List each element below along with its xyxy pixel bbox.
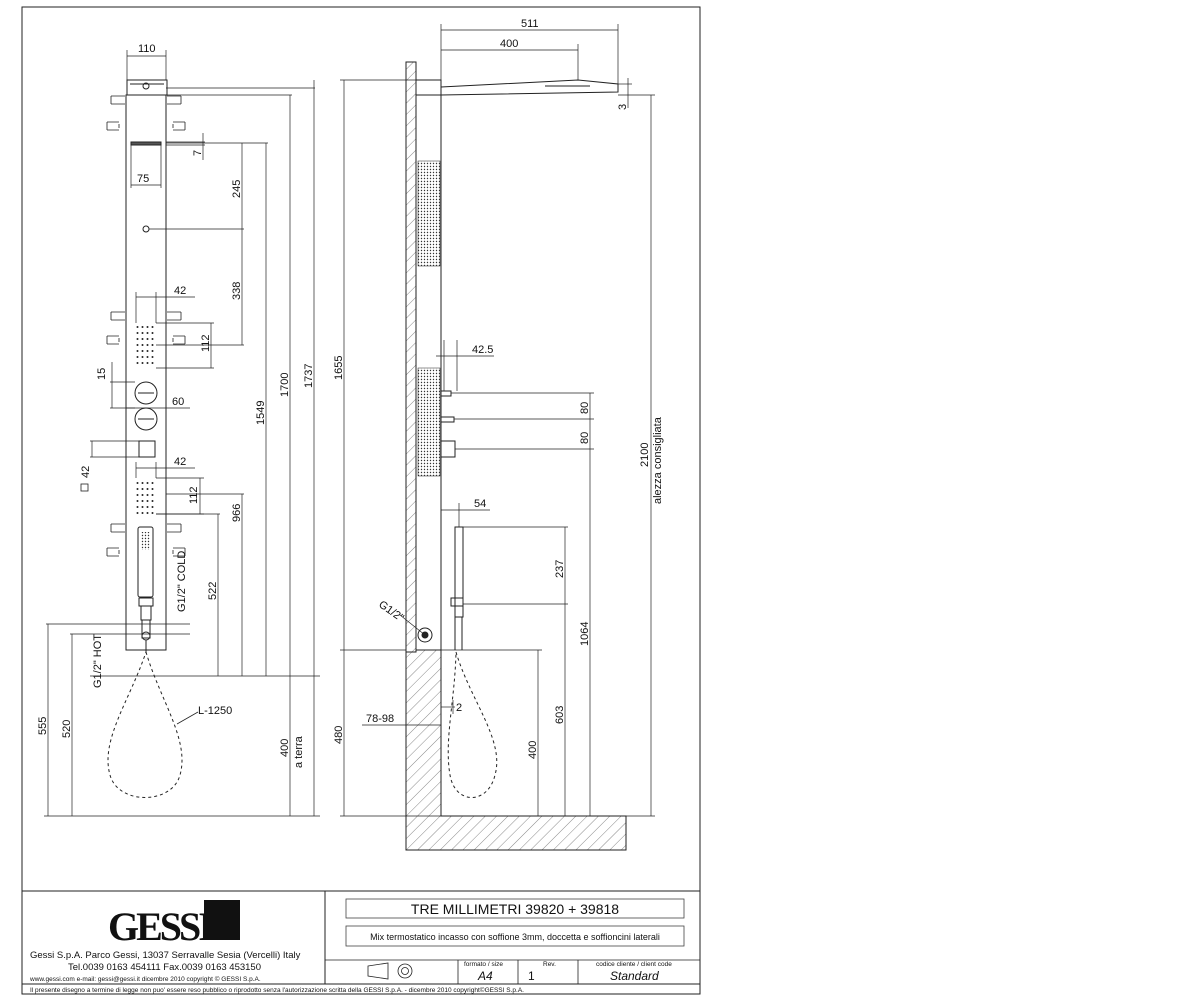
handshower (137, 526, 154, 598)
dim-245: 245 (231, 180, 243, 198)
product-title-box (345, 898, 685, 919)
format-header: formato / size (464, 961, 503, 968)
dim-400-front: 400 (279, 739, 291, 757)
company-line-1: Gessi S.p.A. Parco Gessi, 13037 Serraval… (30, 950, 301, 961)
dim-1700: 1700 (279, 373, 291, 397)
dim-112-top: 112 (200, 334, 212, 352)
dim-511: 511 (521, 18, 539, 30)
client-value: Standard (610, 969, 659, 983)
screw (142, 225, 150, 233)
square-button (138, 440, 156, 458)
slot (130, 141, 162, 146)
title-block: GESSI Gessi S.p.A. Parco Gessi, 13037 Se… (22, 890, 700, 994)
side-dim-labels: 511 400 3 1655 42.5 80 80 54 237 1064 21… (333, 18, 664, 759)
label-g12-side: G1/2" (376, 599, 406, 625)
product-title: TRE MILLIMETRI 39820 + 39818 (411, 901, 619, 917)
product-description-box (345, 925, 685, 947)
dim-42-top: 42 (174, 285, 186, 297)
side-brackets (106, 95, 186, 557)
client-header: codice cliente / client code (596, 961, 672, 968)
svg-text:GESSI: GESSI (108, 904, 213, 949)
dim-80-b: 80 (579, 432, 591, 444)
company-line-3: www.gessi.com e-mail: gessi@gessi.it dic… (29, 975, 261, 983)
dim-2: 2 (456, 702, 462, 714)
dim-555: 555 (37, 717, 49, 735)
dim-480: 480 (333, 726, 345, 744)
dim-2100: 2100 (639, 443, 651, 467)
front-view (106, 79, 199, 798)
dim-75: 75 (137, 173, 149, 185)
front-dim-labels: 110 7 75 245 338 42 112 15 60 42 42 112 … (37, 43, 315, 768)
nozzle-array-top (136, 323, 156, 368)
side-view (405, 61, 627, 851)
dim-966: 966 (231, 504, 243, 522)
format-value: A4 (477, 969, 493, 983)
label-cold: G1/2" COLD (176, 551, 188, 612)
dim-15: 15 (96, 368, 108, 380)
dim-78-98: 78-98 (366, 713, 394, 725)
wall-lower (405, 649, 627, 851)
legal-note: Il presente disegno a termine di legge n… (30, 986, 524, 994)
dim-520: 520 (61, 720, 73, 738)
top-head (126, 79, 168, 96)
nozzle-array-bottom (136, 478, 156, 514)
rev-header: Rev. (543, 961, 556, 968)
dim-square-42: 42 (80, 466, 92, 478)
gessi-logo: GESSI (108, 900, 240, 949)
label-altezza: alezza consigliata (652, 416, 664, 504)
hose-length-label: L-1250 (198, 705, 232, 717)
square-symbol (80, 483, 89, 492)
dim-1064: 1064 (579, 622, 591, 646)
dim-112-bottom: 112 (188, 486, 200, 504)
dim-54: 54 (474, 498, 486, 510)
g12-connection (417, 627, 433, 643)
dim-237: 237 (554, 560, 566, 578)
wall-upper (405, 61, 417, 653)
dim-522: 522 (207, 582, 219, 600)
hose-loop (107, 651, 183, 798)
dim-60: 60 (172, 396, 184, 408)
rev-value: 1 (528, 969, 535, 983)
side-dimensions (340, 24, 655, 817)
label-a-terra: a terra (293, 735, 305, 768)
projection-symbol-icon (367, 962, 413, 980)
knob-top (134, 381, 158, 405)
dim-42-5: 42.5 (472, 344, 493, 356)
company-line-2: Tel.0039 0163 454111 Fax.0039 0163 45315… (68, 962, 261, 973)
rain-head (440, 79, 619, 96)
product-description: Mix termostatico incasso con soffione 3m… (370, 932, 660, 942)
label-hot: G1/2" HOT (92, 634, 104, 688)
dim-338: 338 (231, 282, 243, 300)
dim-603: 603 (554, 706, 566, 724)
dim-1737: 1737 (303, 364, 315, 388)
dim-1655: 1655 (333, 356, 345, 380)
dim-80-a: 80 (579, 402, 591, 414)
hose-loop-side (447, 651, 498, 798)
dim-400-low: 400 (527, 741, 539, 759)
dim-400-top: 400 (500, 38, 518, 50)
dim-7: 7 (192, 150, 204, 156)
dim-3: 3 (617, 104, 629, 110)
dim-110: 110 (138, 43, 156, 55)
front-dimensions (44, 50, 320, 817)
sheet-border (21, 6, 701, 995)
dim-42-bottom: 42 (174, 456, 186, 468)
dim-1549: 1549 (255, 401, 267, 425)
